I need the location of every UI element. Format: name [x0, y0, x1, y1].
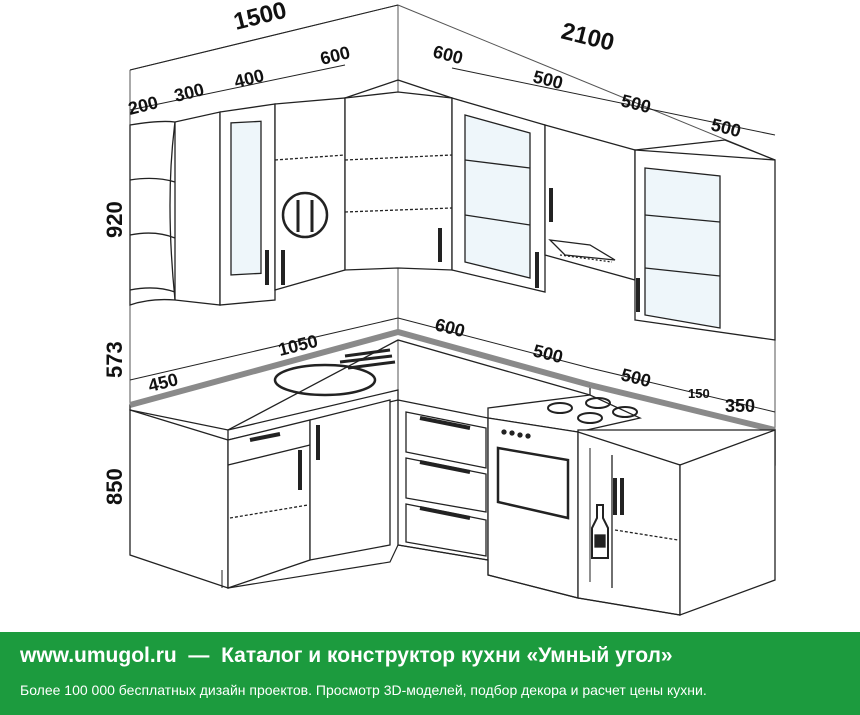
open-shelf-unit: [129, 111, 221, 306]
dim-upper-200: 200: [126, 92, 160, 119]
dim-upper-500-c: 500: [709, 114, 743, 141]
dim-base-500-b: 500: [619, 364, 653, 391]
dim-top-left-total: 1500: [231, 0, 289, 36]
upper-glass-cabinet-center: [451, 97, 546, 293]
dim-height-base: 850: [102, 468, 127, 505]
dim-top-right-total: 2100: [559, 18, 617, 57]
upper-glass-cabinet-right: [634, 139, 776, 341]
dim-upper-500-b: 500: [619, 90, 653, 117]
oven-door: [496, 446, 570, 520]
base-drawer-unit: [397, 399, 489, 561]
upper-hood-cabinet: [544, 124, 636, 281]
wall-top-right: [397, 4, 776, 161]
footer-banner: www.umugol.ru — Каталог и конструктор ку…: [0, 632, 860, 715]
stove: [487, 417, 579, 599]
range-hood: [548, 239, 616, 261]
base-cabinet-corner-right: [577, 429, 776, 616]
upper-corner-cabinet: [344, 79, 453, 271]
footer-title: Каталог и конструктор кухни «Умный угол»: [221, 644, 673, 667]
base-cabinet-left: [227, 419, 311, 589]
dim-upper-400: 400: [232, 65, 266, 92]
dim-base-500-a: 500: [531, 340, 565, 367]
upper-cabinets: [129, 79, 776, 341]
footer-site-link[interactable]: www.umugol.ru: [20, 644, 177, 667]
dim-base-150: 150: [688, 386, 710, 401]
footer-subtitle: Более 100 000 бесплатных дизайн проектов…: [20, 682, 707, 698]
dim-height-upper: 920: [102, 201, 127, 238]
kitchen-drawing: 1500 2100 200 300 400 600 600 500 500 50…: [102, 0, 776, 616]
dim-upper-300: 300: [172, 79, 206, 106]
dim-upper-600-right: 600: [431, 41, 465, 68]
dim-upper-600-left: 600: [318, 42, 352, 69]
dim-base-600: 600: [433, 314, 467, 341]
upper-cabinet-cutlery: [274, 97, 346, 291]
dimension-lines: [129, 4, 776, 413]
footer-title-line: www.umugol.ru — Каталог и конструктор ку…: [20, 644, 850, 668]
dim-base-350: 350: [725, 396, 755, 416]
dim-height-gap: 573: [102, 341, 127, 378]
upper-glass-cabinet-left: [219, 103, 276, 306]
cutlery-icon: [281, 191, 329, 239]
footer-dash: —: [188, 644, 210, 667]
dim-upper-500-a: 500: [531, 66, 565, 93]
base-cabinets: [129, 399, 776, 616]
base-cabinet-sink: [309, 399, 391, 561]
sink: [273, 363, 377, 397]
gas-hob: [547, 397, 638, 424]
